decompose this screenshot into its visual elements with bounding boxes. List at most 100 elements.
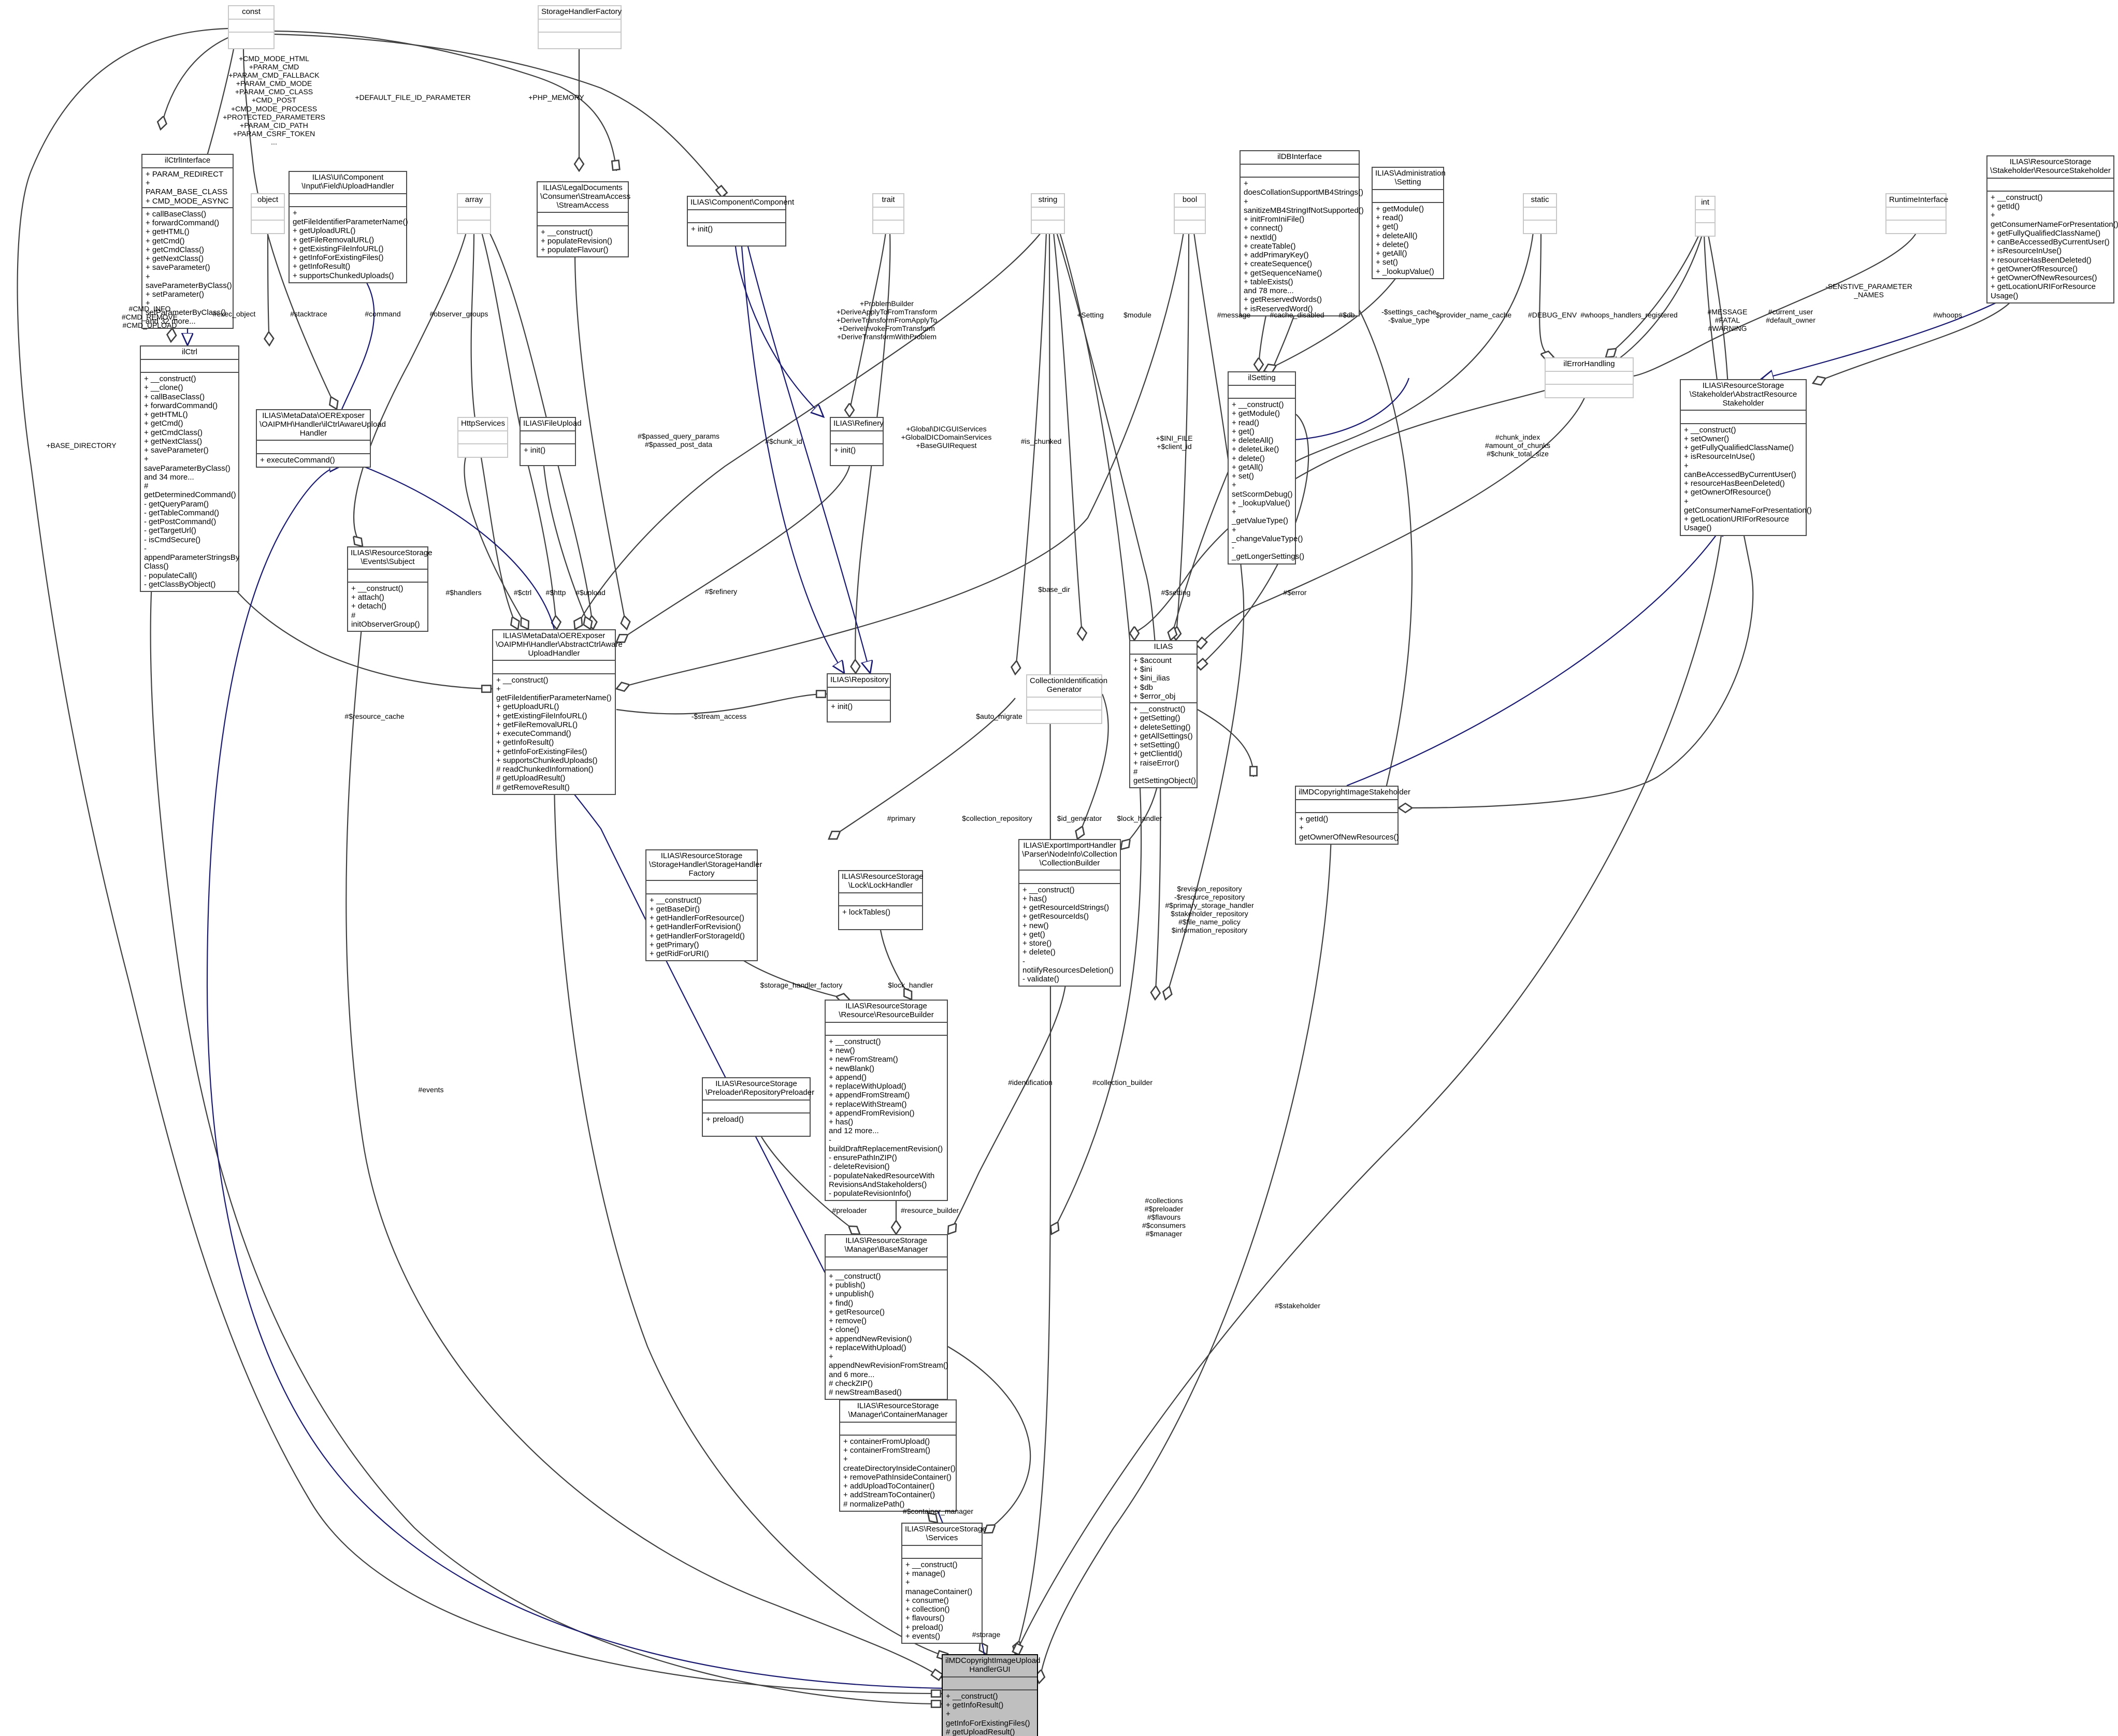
class-operations: + init() (831, 443, 883, 457)
class-attributes (826, 1256, 947, 1269)
uml-class-static[interactable]: static (1523, 193, 1557, 235)
class-operations: + __construct() + setOwner() + getFullyQ… (1681, 423, 1812, 535)
class-name: ILIAS\ResourceStorage \Stakeholder\Resou… (1990, 157, 2111, 175)
uml-class-ilctrlinterface[interactable]: ilCtrlInterface+ PARAM_REDIRECT + PARAM_… (141, 154, 234, 329)
uml-class-managerbasemanager[interactable]: ILIAS\ResourceStorage \Manager\BaseManag… (825, 1234, 948, 1400)
edge-label: #MESSAGE #FATAL #WARNING (1707, 308, 1748, 333)
uml-class-httpservices[interactable]: HttpServices (457, 417, 508, 458)
uml-class-ilctrl[interactable]: ilCtrl + __construct() + __clone() + cal… (140, 345, 239, 592)
edge-label: +ProblemBuilder +DeriveApplyToFromTransf… (836, 299, 938, 341)
class-operations: + init() (688, 222, 785, 236)
class-operations (1546, 384, 1633, 397)
class-name: HttpServices (461, 419, 506, 428)
class-operations: + executeCommand() (257, 453, 370, 467)
uml-class-imdcopyrightimagestakeholder[interactable]: ilMDCopyrightImageStakeholder + getId() … (1295, 786, 1410, 845)
edge-label: #cache_disabled (1270, 311, 1324, 319)
uml-class-resourcebuilder[interactable]: ILIAS\ResourceStorage \Resource\Resource… (825, 1000, 948, 1202)
edge-label: #$upload (575, 588, 606, 597)
class-operations: + callBaseClass() + forwardCommand() + g… (142, 207, 233, 328)
class-attributes (229, 18, 273, 32)
class-attributes (348, 568, 427, 582)
uml-class-collectionidentificationgenerator[interactable]: CollectionIdentification Generator (1026, 674, 1107, 725)
class-attributes (458, 430, 507, 443)
edge-label: #$error (1283, 588, 1307, 597)
edge-label: $collection_repository (962, 814, 1032, 822)
class-attributes (1696, 209, 1714, 222)
edge-label: #identification (1008, 1078, 1053, 1087)
uml-class-iliasrepository[interactable]: ILIAS\Repository + init() (827, 673, 891, 722)
uml-class-array[interactable]: array (457, 193, 491, 235)
edge-label: +DEFAULT_FILE_ID_PARAMETER (355, 93, 471, 102)
edge-label: #$refinery (704, 587, 738, 596)
class-name: RuntimeInterface (1889, 195, 1949, 204)
edge-label: #$handlers (445, 588, 482, 597)
class-attributes (840, 1421, 956, 1435)
edge-label: $storage_handler_factory (760, 981, 843, 989)
class-operations: + __construct() + new() + newFromStream(… (826, 1034, 947, 1200)
uml-class-storagehandlerfactory[interactable]: StorageHandlerFactory (538, 5, 622, 49)
class-name: static (1531, 195, 1549, 204)
class-attributes (1296, 799, 1397, 812)
uml-class-string[interactable]: string (1031, 193, 1065, 235)
uml-class-eventssubject[interactable]: ILIAS\ResourceStorage \Events\Subject + … (347, 546, 433, 632)
edge-label: $lock_handler (888, 981, 933, 989)
class-operations (539, 32, 621, 45)
edge-label: #storage (972, 1630, 1001, 1639)
class-name: ilDBInterface (1277, 152, 1322, 161)
class-operations (1175, 220, 1205, 233)
class-operations (1696, 222, 1714, 236)
class-attributes (141, 358, 238, 372)
class-operations: + __construct() + publish() + unpublish(… (826, 1269, 948, 1399)
uml-class-ilerrorhandling[interactable]: ilErrorHandling (1545, 357, 1634, 399)
class-operations: + getFileIdentifierParameterName() + get… (290, 206, 408, 282)
class-attributes (252, 206, 284, 220)
uml-class-object[interactable]: object (251, 193, 285, 235)
uml-class-managercontainermanager[interactable]: ILIAS\ResourceStorage \Manager\Container… (839, 1399, 957, 1512)
uml-class-iliasuicomponentinputfielduploadhandler[interactable]: ILIAS\UI\Component \Input\Field\UploadHa… (289, 171, 408, 283)
class-operations: + getModule() + read() + get() + deleteA… (1373, 201, 1443, 278)
uml-class-imdcopyrightimageuploadhandlergui[interactable]: ilMDCopyrightImageUpload HandlerGUI + __… (942, 1654, 1040, 1736)
class-name: object (257, 195, 279, 204)
uml-class-stakeholderresourcestakeholder[interactable]: ILIAS\ResourceStorage \Stakeholder\Resou… (1986, 155, 2118, 303)
class-name: ilSetting (1248, 373, 1276, 382)
class-attributes (1032, 206, 1064, 220)
class-name: ILIAS\ResourceStorage \Stakeholder\Abstr… (1689, 381, 1797, 408)
uml-class-runtimeinterface[interactable]: RuntimeInterface (1885, 193, 1949, 235)
class-operations: + __construct() + populateRevision() + p… (538, 225, 628, 257)
uml-class-storagehandlerstoragehandlerfactory[interactable]: ILIAS\ResourceStorage \StorageHandler\St… (645, 849, 762, 962)
class-attributes (1229, 384, 1295, 398)
uml-class-ilmetadataoerexposer[interactable]: ILIAS\MetaData\OERExposer \OAIPMH\Handle… (492, 629, 623, 795)
uml-class-ilias[interactable]: ILIAS+ $account + $ini + $ini_ilias + $d… (1129, 640, 1198, 789)
uml-class-int[interactable]: int (1695, 196, 1716, 237)
uml-class-iliasadministrationsetting[interactable]: ILIAS\Administration \Setting + getModul… (1372, 167, 1446, 279)
edge-label: #preloader (832, 1206, 867, 1214)
uml-class-ildbinterface[interactable]: ilDBInterface + doesCollationSupportMB4S… (1240, 150, 1364, 316)
class-name: array (465, 195, 483, 204)
uml-class-iliasrefinery[interactable]: ILIAS\Refinery + init() (830, 417, 884, 466)
uml-class-iliascomponentcomponent[interactable]: ILIAS\Component\Component + init() (687, 196, 795, 247)
uml-class-trait[interactable]: trait (872, 193, 904, 235)
edge-label: #is_chunked (1020, 437, 1062, 445)
uml-class-iliasfileupload[interactable]: ILIAS\FileUpload + init() (520, 417, 582, 466)
edge-label: $id_generator (1057, 814, 1102, 822)
class-name: ilMDCopyrightImageStakeholder (1299, 788, 1410, 797)
class-operations: + __construct() + getId() + getConsumerN… (1987, 190, 2118, 302)
uml-class-iliasresourcestorageservices[interactable]: ILIAS\ResourceStorage \Services + __cons… (901, 1523, 987, 1644)
uml-class-preloaderrepositorypreloader[interactable]: ILIAS\ResourceStorage \Preloader\Reposit… (702, 1077, 814, 1137)
class-attributes (1681, 410, 1806, 423)
edge-label: #$http (545, 588, 566, 597)
uml-class-bool[interactable]: bool (1174, 193, 1206, 235)
uml-class-ilsetting[interactable]: ilSetting + __construct() + getModule() … (1228, 371, 1304, 565)
class-name: ILIAS\Component\Component (690, 198, 795, 207)
uml-class-exportimporthandler[interactable]: ILIAS\ExportImportHandler \Parser\NodeIn… (1018, 839, 1121, 987)
uml-class-locklockhandler[interactable]: ILIAS\ResourceStorage \Lock\LockHandler … (838, 870, 924, 930)
class-operations: + getId() + getOwnerOfNewResources() (1296, 812, 1399, 844)
edge-label: +Global\DICGUIServices +GlobalDICDomainS… (901, 425, 992, 450)
edge-label: +Setting (1077, 311, 1104, 319)
uml-class-iliaslegaldocuments[interactable]: ILIAS\LegalDocuments \Consumer\StreamAcc… (537, 181, 630, 258)
uml-class-const[interactable]: const (228, 5, 275, 49)
edge-label: #primary (887, 814, 916, 822)
class-operations: + preload() (703, 1112, 810, 1126)
uml-class-ilctrlawareuploadhandler[interactable]: ILIAS\MetaData\OERExposer \OAIPMH\Handle… (256, 409, 386, 468)
uml-class-abstractresourcestakeholder[interactable]: ILIAS\ResourceStorage \Stakeholder\Abstr… (1680, 379, 1812, 536)
